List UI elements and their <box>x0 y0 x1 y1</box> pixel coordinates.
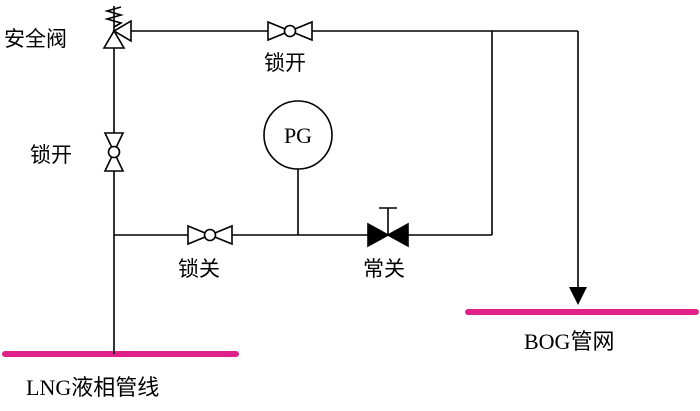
top-gate-valve-icon <box>267 20 313 42</box>
bottom-gate-valve-icon <box>187 224 233 246</box>
safety-valve-icon <box>102 6 132 49</box>
safety-valve-label: 安全阀 <box>4 27 67 51</box>
piping-network <box>113 30 579 354</box>
bottom-valve-label: 锁关 <box>178 257 220 281</box>
left-gate-valve-icon <box>103 132 125 172</box>
left-valve-label: 锁开 <box>30 143 72 167</box>
globe-valve-label: 常关 <box>363 257 405 281</box>
lng-liquid-line-label: LNG液相管线 <box>26 375 159 400</box>
globe-valve-icon <box>367 207 409 248</box>
pressure-gauge-label: PG <box>284 123 312 148</box>
flow-arrow-icon <box>569 287 587 305</box>
pressure-gauge-icon: PG <box>263 100 333 170</box>
bog-network-label: BOG管网 <box>524 329 614 354</box>
top-valve-label: 锁开 <box>264 51 306 75</box>
